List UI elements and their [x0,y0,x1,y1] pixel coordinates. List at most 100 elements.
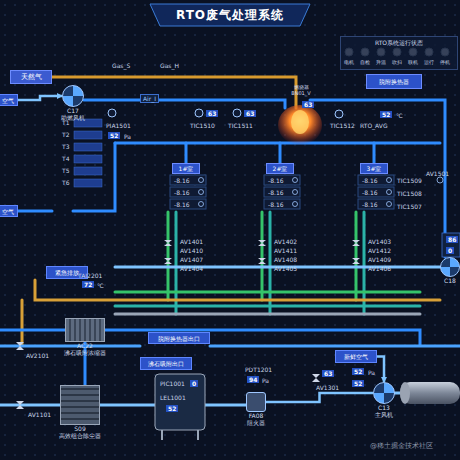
value-readout: 52 [108,132,120,139]
chamber-rows [170,175,394,209]
diagram-title: RTO废气处理系统 [130,7,330,24]
outlet-box: 沸石吸附出口 [140,357,192,370]
tag-label: AV1412 [368,247,391,254]
chamber-header: 3#室 [360,163,388,174]
pipes [0,77,460,405]
text-holder: 脱附换热器 [367,75,421,88]
tag-label: AV1403 [368,238,391,245]
node-text: 2#室 [273,165,288,172]
temperature-table [74,119,102,187]
tag-label: -8.16 [268,201,284,208]
tag-label: -8.16 [362,201,378,208]
text-holder: C13主风机 [375,404,393,418]
tag-label: T4 [62,155,69,162]
node-text: 3#室 [367,165,382,172]
tag-label: T1 [62,119,69,126]
tag-label: -8.16 [174,189,190,196]
source-box: 空气 [0,205,18,217]
status-label: 运行 [424,59,434,66]
node-text: 空气 [2,97,14,104]
right-readout [442,233,460,257]
text-holder: 天然气 [11,71,51,83]
tag-label: TIC1511 [228,122,253,129]
fan-symbol: C13主风机 [373,382,395,404]
tag-label: AV1406 [368,265,391,272]
tag-label: Pa [368,369,375,376]
value-readout: 52 [380,111,392,118]
tag-label: PIA1501 [106,122,131,129]
node-text: 天然气 [21,74,42,81]
node-text: 1#室 [179,165,194,172]
tag-label: TIC1510 [190,122,215,129]
tag-label: AV2101 [26,352,49,359]
tag-label: -8.16 [174,201,190,208]
value-readout: 52 [352,368,364,375]
text-holder: S09高效组合除尘器 [59,425,101,439]
node-text: 紧急排放 [55,269,79,276]
signal-tag: Air_I [140,94,159,103]
status-label: 吹扫 [392,59,402,66]
tag-label: AV1409 [368,256,391,263]
chimney [400,382,460,404]
tag-label: Pa [262,377,269,384]
text-holder: 空气 [0,95,17,105]
node-text: 阻火器 [247,419,265,426]
node-text: AC22 [64,342,106,349]
status-label: 联机 [408,59,418,66]
pipe-connector [266,393,373,402]
text-holder: 空气 [0,206,17,216]
tag-label: Gas_H [160,62,179,69]
tag-label: AV1101 [28,411,51,418]
tag-label: PDT1201 [245,366,272,373]
tag-label: T5 [62,167,69,174]
watermark: @稀土掘金技术社区 [370,443,433,450]
text-holder: 3#室 [361,164,387,173]
tag-label: T3 [62,143,69,150]
chamber-gauges [199,177,444,207]
tag-label: AV1501 [426,170,449,177]
source-box: 天然气 [10,70,52,84]
tag-label: AV1401 [180,238,203,245]
status-label: 电机 [344,59,354,66]
node-text: BN01_V [291,90,310,96]
text-holder: 燃烧器BN01_V [284,80,318,100]
text-holder: 2#室 [267,164,293,173]
tag-label: Gas_S [112,62,130,69]
node-text: 高效组合除尘器 [59,432,101,439]
value-readout: 63 [302,101,314,108]
tag-label: AV1411 [274,247,297,254]
value-readout: 63 [206,110,218,117]
source-box: 空气 [0,94,18,106]
tag-label: PIC1001 [160,380,185,387]
pipe-connector [18,96,62,100]
node-text: 空气 [2,208,14,215]
status-label: 停机 [440,59,450,66]
tag-label: -8.16 [362,189,378,196]
node-text: 脱附换热器出口 [158,335,200,342]
tag-label: ℃ [97,282,104,289]
tag-label: TIC1512 [330,122,355,129]
fan-symbol: C18 [440,257,460,277]
text-holder: C17助燃风机 [61,107,85,121]
tag-label: AV1402 [274,238,297,245]
outlet-box: 脱附换热器出口 [148,332,210,344]
value-readout: 94 [247,376,259,383]
value-readout: 0 [446,247,454,254]
tag-label: AV1408 [274,256,297,263]
text-holder: 新鲜空气 [336,351,376,362]
chamber-header: 1#室 [172,163,200,174]
value-readout: 63 [322,370,334,377]
tag-label: -8.16 [174,177,190,184]
tag-label: TIC1508 [397,190,422,197]
tag-label: RTO_AVG [360,122,388,129]
tag-label: TIC1507 [397,203,422,210]
value-readout: 86 [446,236,458,243]
value-readout: 63 [244,110,256,117]
fan-symbol: C17助燃风机 [62,85,84,107]
node-text: 脱附换热器 [379,78,409,85]
chamber-header: 2#室 [266,163,294,174]
node-text: 沸石吸附出口 [148,360,184,367]
node-text: RTO系统运行状态 [375,39,423,46]
exchanger-box: 脱附换热器 [366,74,422,89]
